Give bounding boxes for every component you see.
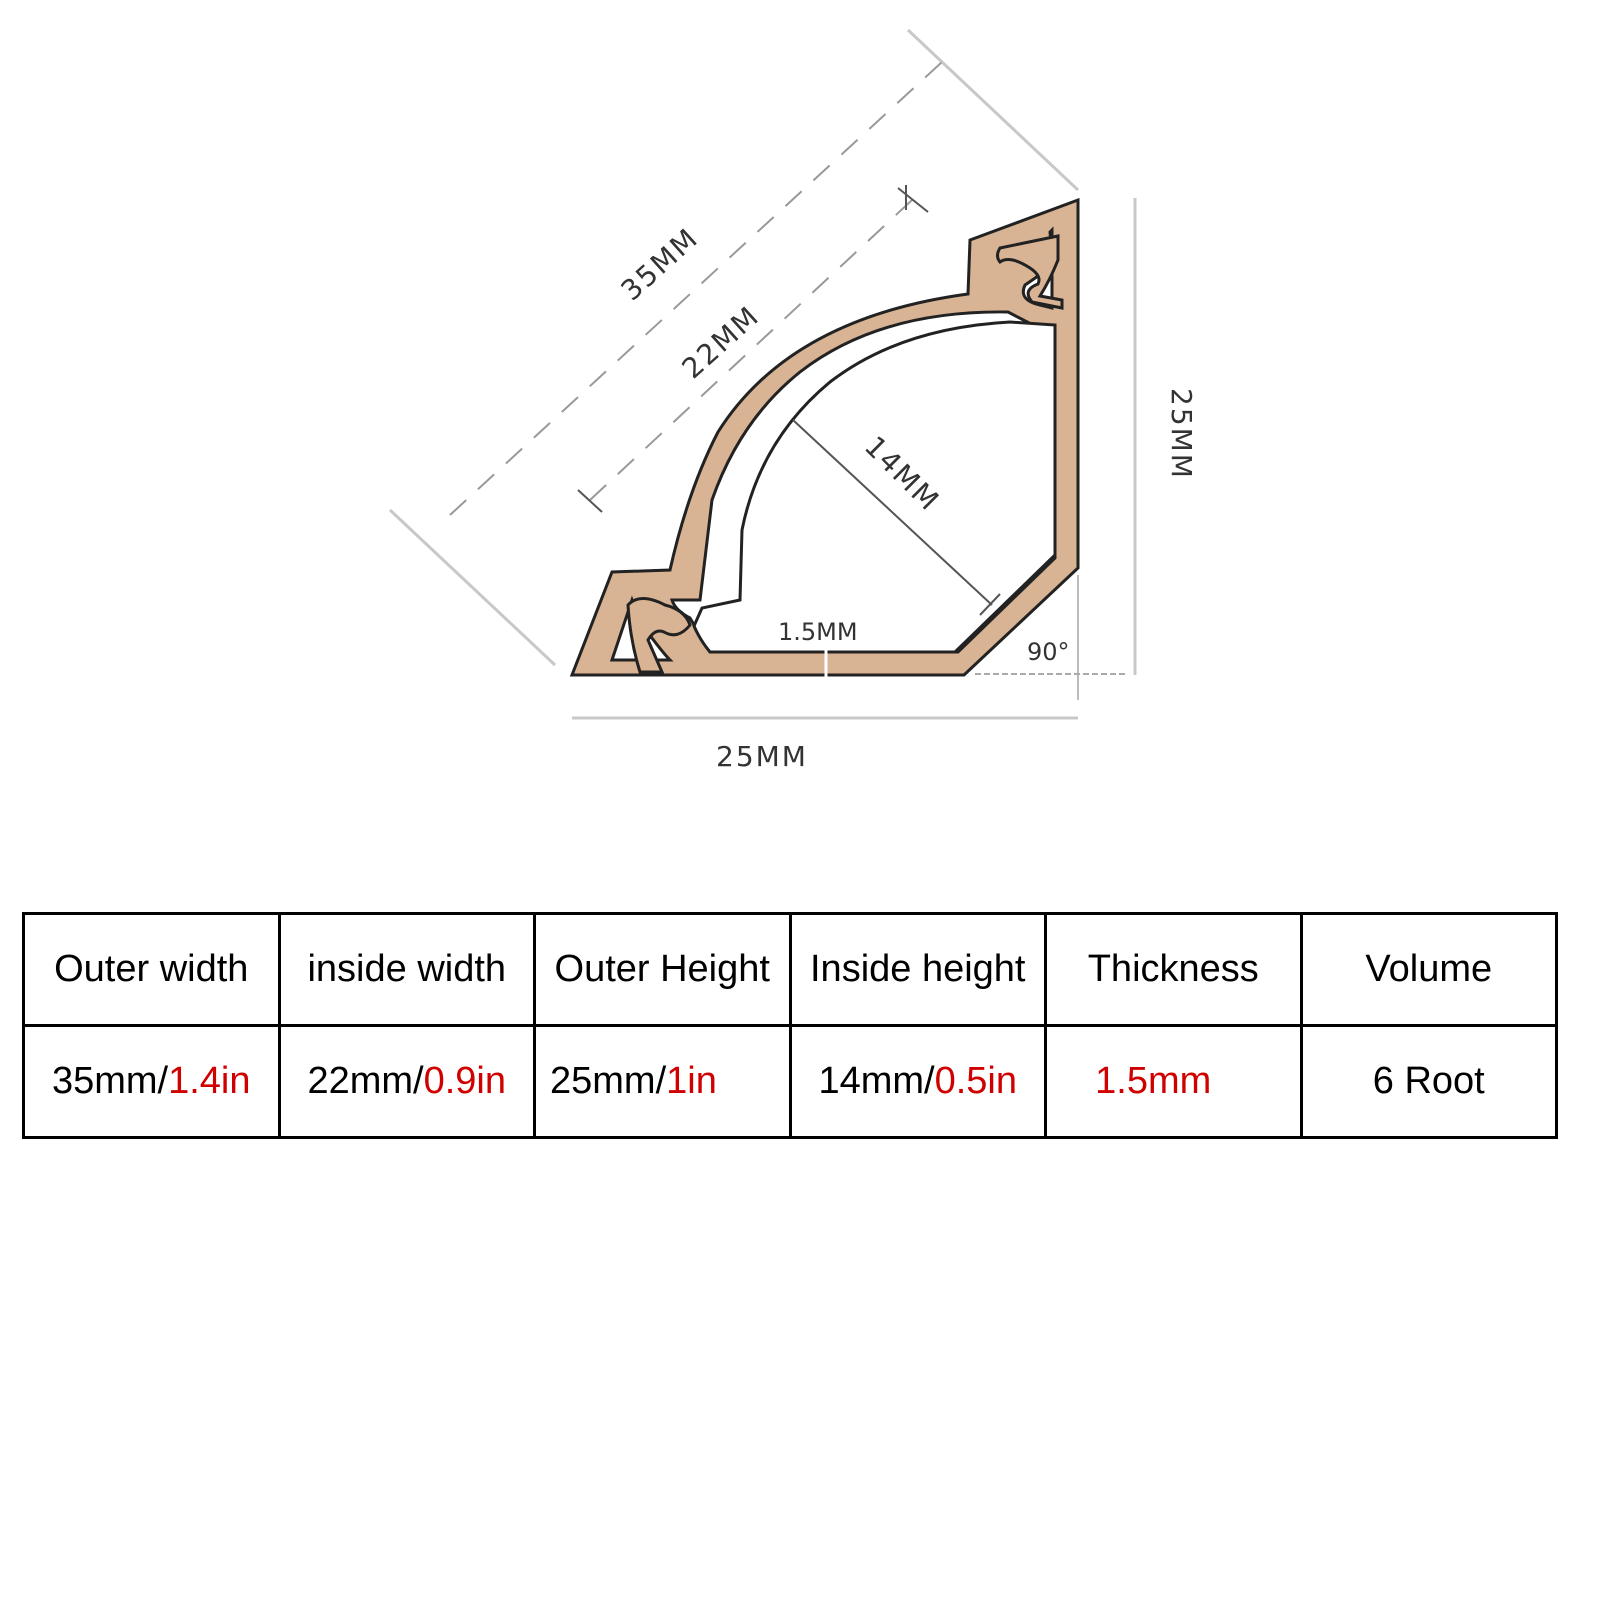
- header-inside-width: inside width: [277, 912, 536, 1027]
- value-metric: 14mm/: [818, 1060, 935, 1102]
- value-metric: 22mm/: [307, 1060, 424, 1102]
- label-width: 25MM: [716, 740, 808, 773]
- label-height: 25MM: [1165, 388, 1198, 480]
- value-outer-height: 25mm/1in: [533, 1024, 792, 1139]
- profile-bottom-hook: [626, 597, 692, 674]
- extension-line-left: [388, 508, 557, 667]
- label-angle: 90°: [1027, 638, 1070, 666]
- label-thickness: 1.5MM: [778, 618, 858, 646]
- header-outer-width: Outer width: [22, 912, 281, 1027]
- header-outer-height: Outer Height: [533, 912, 792, 1027]
- value-imperial: 0.9in: [423, 1060, 507, 1102]
- value-metric: 35mm/: [51, 1060, 169, 1102]
- header-thickness: Thickness: [1044, 912, 1303, 1027]
- extension-line-top: [906, 28, 1080, 192]
- profile-top-hook: [996, 234, 1064, 310]
- value-metric: 6 Root: [1372, 1060, 1485, 1102]
- value-imperial: 0.5in: [934, 1060, 1018, 1102]
- dimension-tick-14mm-end: [979, 593, 1001, 616]
- profile-inner-cavity: [692, 320, 1057, 654]
- header-volume: Volume: [1299, 912, 1558, 1027]
- header-inside-height: Inside height: [788, 912, 1047, 1027]
- value-volume: 6 Root: [1299, 1024, 1558, 1139]
- value-outer-width: 35mm/1.4in: [22, 1024, 281, 1139]
- dimension-tick-22mm-top: [897, 187, 929, 213]
- value-metric: 25mm/: [550, 1060, 667, 1102]
- dimension-tick-22mm-bottom: [577, 489, 603, 513]
- value-inside-width: 22mm/0.9in: [277, 1024, 536, 1139]
- label-35mm: 35MM: [615, 221, 705, 307]
- value-thickness: 1.5mm: [1044, 1024, 1303, 1139]
- spec-table: Outer width inside width Outer Height In…: [22, 912, 1558, 1139]
- label-22mm: 22MM: [676, 299, 766, 385]
- value-imperial: 1in: [666, 1060, 717, 1102]
- value-imperial: 1.4in: [168, 1060, 251, 1102]
- profile-diagram: 35MM 22MM 14MM 1.5MM 90° 25MM 25MM: [388, 28, 1198, 773]
- value-inside-height: 14mm/0.5in: [788, 1024, 1047, 1139]
- spec-value-row: 35mm/1.4in 22mm/0.9in 25mm/1in 14mm/0.5i…: [22, 1024, 1558, 1139]
- value-thickness-red: 1.5mm: [1095, 1060, 1212, 1102]
- dimension-line-14mm: [792, 419, 993, 606]
- spec-header-row: Outer width inside width Outer Height In…: [22, 912, 1558, 1027]
